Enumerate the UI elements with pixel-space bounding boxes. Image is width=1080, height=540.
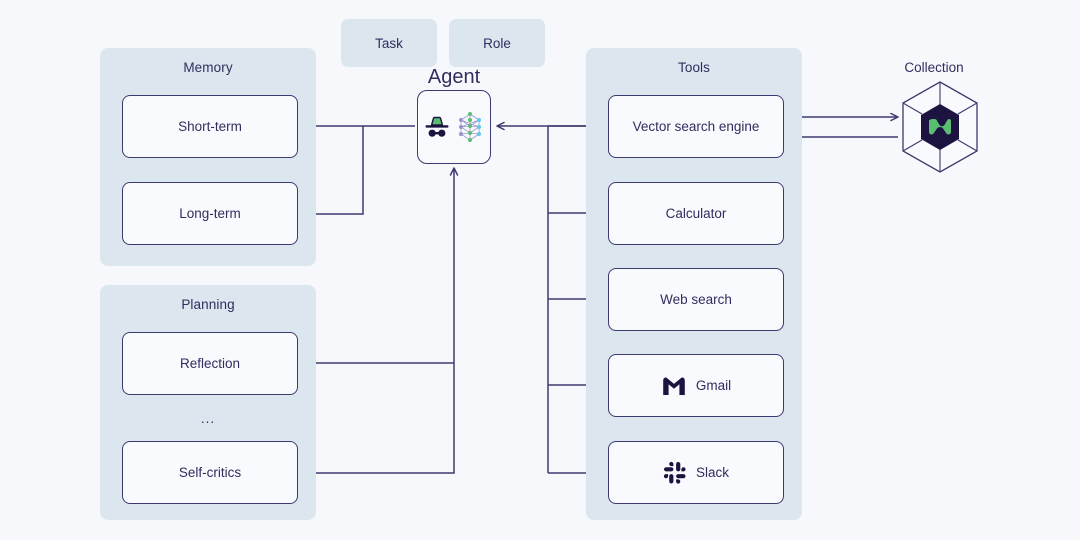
node-long-term[interactable]: Long-term xyxy=(122,182,298,245)
panel-memory-title: Memory xyxy=(183,60,233,75)
node-vector-search-engine-label: Vector search engine xyxy=(632,119,760,134)
node-calculator-label: Calculator xyxy=(665,206,727,221)
node-web-search-label: Web search xyxy=(660,292,732,307)
agent-label: Agent xyxy=(427,66,481,88)
panel-planning-title: Planning xyxy=(181,297,235,312)
node-long-term-label: Long-term xyxy=(179,206,241,221)
planning-ellipsis: ... xyxy=(200,411,216,426)
agent-node[interactable] xyxy=(417,90,491,164)
neural-network-icon xyxy=(455,111,485,143)
node-gmail-label: Gmail xyxy=(695,378,732,393)
node-gmail[interactable]: Gmail xyxy=(608,354,784,417)
node-short-term-label: Short-term xyxy=(178,119,242,134)
chip-role[interactable]: Role xyxy=(449,19,545,67)
wire-agent-to-self-critics xyxy=(302,363,455,478)
incognito-spy-icon xyxy=(423,113,451,141)
collection-node[interactable] xyxy=(896,79,984,175)
node-calculator[interactable]: Calculator xyxy=(608,182,784,245)
node-slack[interactable]: Slack xyxy=(608,441,784,504)
node-web-search[interactable]: Web search xyxy=(608,268,784,331)
panel-tools-title: Tools xyxy=(677,60,710,75)
gmail-icon xyxy=(661,376,687,396)
node-reflection-label: Reflection xyxy=(179,356,241,371)
node-short-term[interactable]: Short-term xyxy=(122,95,298,158)
node-reflection[interactable]: Reflection xyxy=(122,332,298,395)
chip-task[interactable]: Task xyxy=(341,19,437,67)
node-vector-search-engine[interactable]: Vector search engine xyxy=(608,95,784,158)
qdrant-hexagon-icon xyxy=(902,81,978,173)
collection-label: Collection xyxy=(904,60,964,75)
node-self-critics[interactable]: Self-critics xyxy=(122,441,298,504)
chip-role-label: Role xyxy=(483,35,511,51)
node-self-critics-label: Self-critics xyxy=(178,465,242,480)
slack-icon xyxy=(663,461,687,485)
node-slack-label: Slack xyxy=(695,465,729,480)
chip-task-label: Task xyxy=(375,35,403,51)
